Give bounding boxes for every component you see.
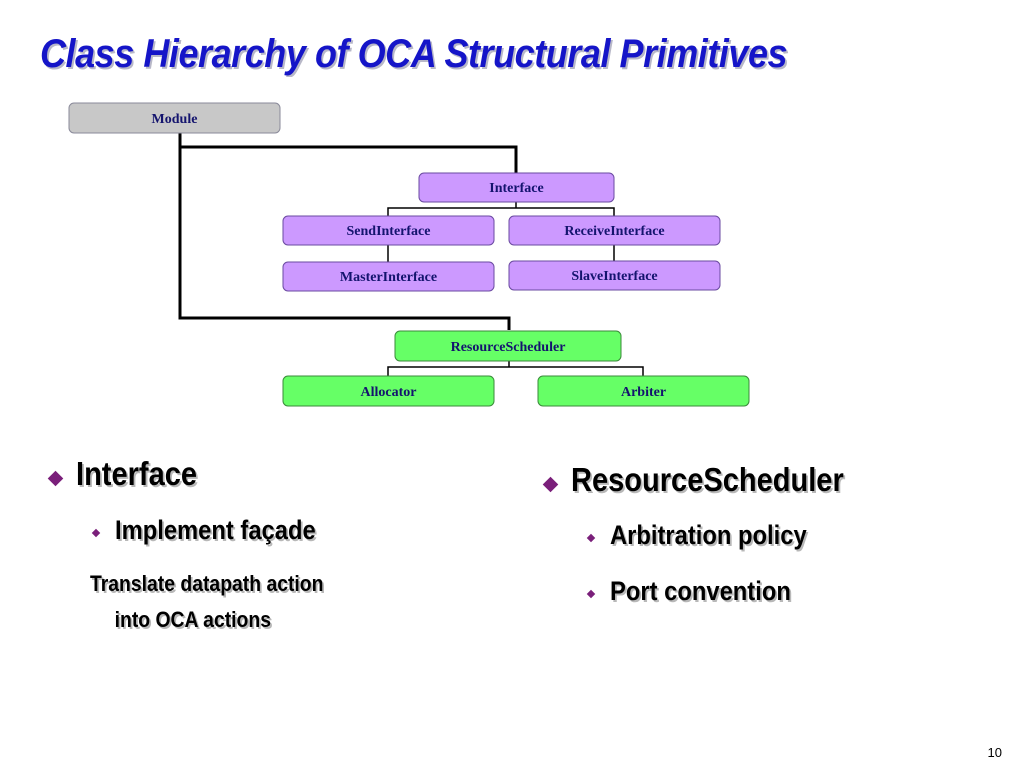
bullet-implement-facade: Implement façade [115, 515, 316, 545]
bullet-port-convention: Port convention [610, 576, 791, 606]
connector-lines [178, 133, 644, 376]
node-receive-interface-label: ReceiveInterface [564, 224, 664, 239]
class-hierarchy-diagram: Module Interface SendInterface ReceiveIn… [68, 102, 750, 407]
node-allocator: Allocator [282, 375, 495, 407]
node-allocator-label: Allocator [361, 385, 417, 400]
node-module: Module [68, 102, 281, 134]
sub-bullet-diamond-icon [586, 589, 596, 599]
bullet-resource-scheduler-heading: ResourceScheduler [571, 461, 844, 498]
node-interface-label: Interface [489, 181, 543, 196]
node-arbiter: Arbiter [537, 375, 750, 407]
bullet-arbitration-policy: Arbitration policy [610, 520, 807, 550]
node-module-label: Module [152, 112, 198, 127]
slide-title: Class Hierarchy of OCA Structural Primit… [40, 32, 788, 76]
node-receive-interface: ReceiveInterface [508, 215, 721, 246]
sub-bullet-diamond-icon [91, 528, 101, 538]
page-number: 10 [987, 745, 1002, 760]
sub-bullet-diamond-icon [586, 533, 596, 543]
bullet-diamond-icon [542, 476, 559, 493]
connector-module-scheduler [178, 305, 511, 330]
node-slave-interface: SlaveInterface [508, 260, 721, 291]
connector-interface-children [387, 202, 615, 216]
node-send-interface: SendInterface [282, 215, 495, 246]
node-interface: Interface [418, 172, 615, 203]
node-arbiter-label: Arbiter [621, 385, 666, 400]
node-send-interface-label: SendInterface [347, 224, 431, 239]
bullet-interface-heading: Interface [76, 455, 198, 492]
node-master-interface-label: MasterInterface [340, 270, 437, 285]
bullet-diamond-icon [47, 470, 64, 487]
node-resource-scheduler: ResourceScheduler [394, 330, 622, 362]
translate-line-1: Translate datapath action [90, 571, 324, 596]
connector-scheduler-children [387, 361, 644, 376]
translate-line-2: into OCA actions [114, 607, 271, 632]
node-master-interface: MasterInterface [282, 261, 495, 292]
node-slave-interface-label: SlaveInterface [571, 269, 657, 284]
bullet-translate-datapath: Translate datapath action into OCA actio… [90, 566, 323, 638]
connector-module-interface [180, 145, 518, 173]
node-resource-scheduler-label: ResourceScheduler [451, 340, 566, 355]
